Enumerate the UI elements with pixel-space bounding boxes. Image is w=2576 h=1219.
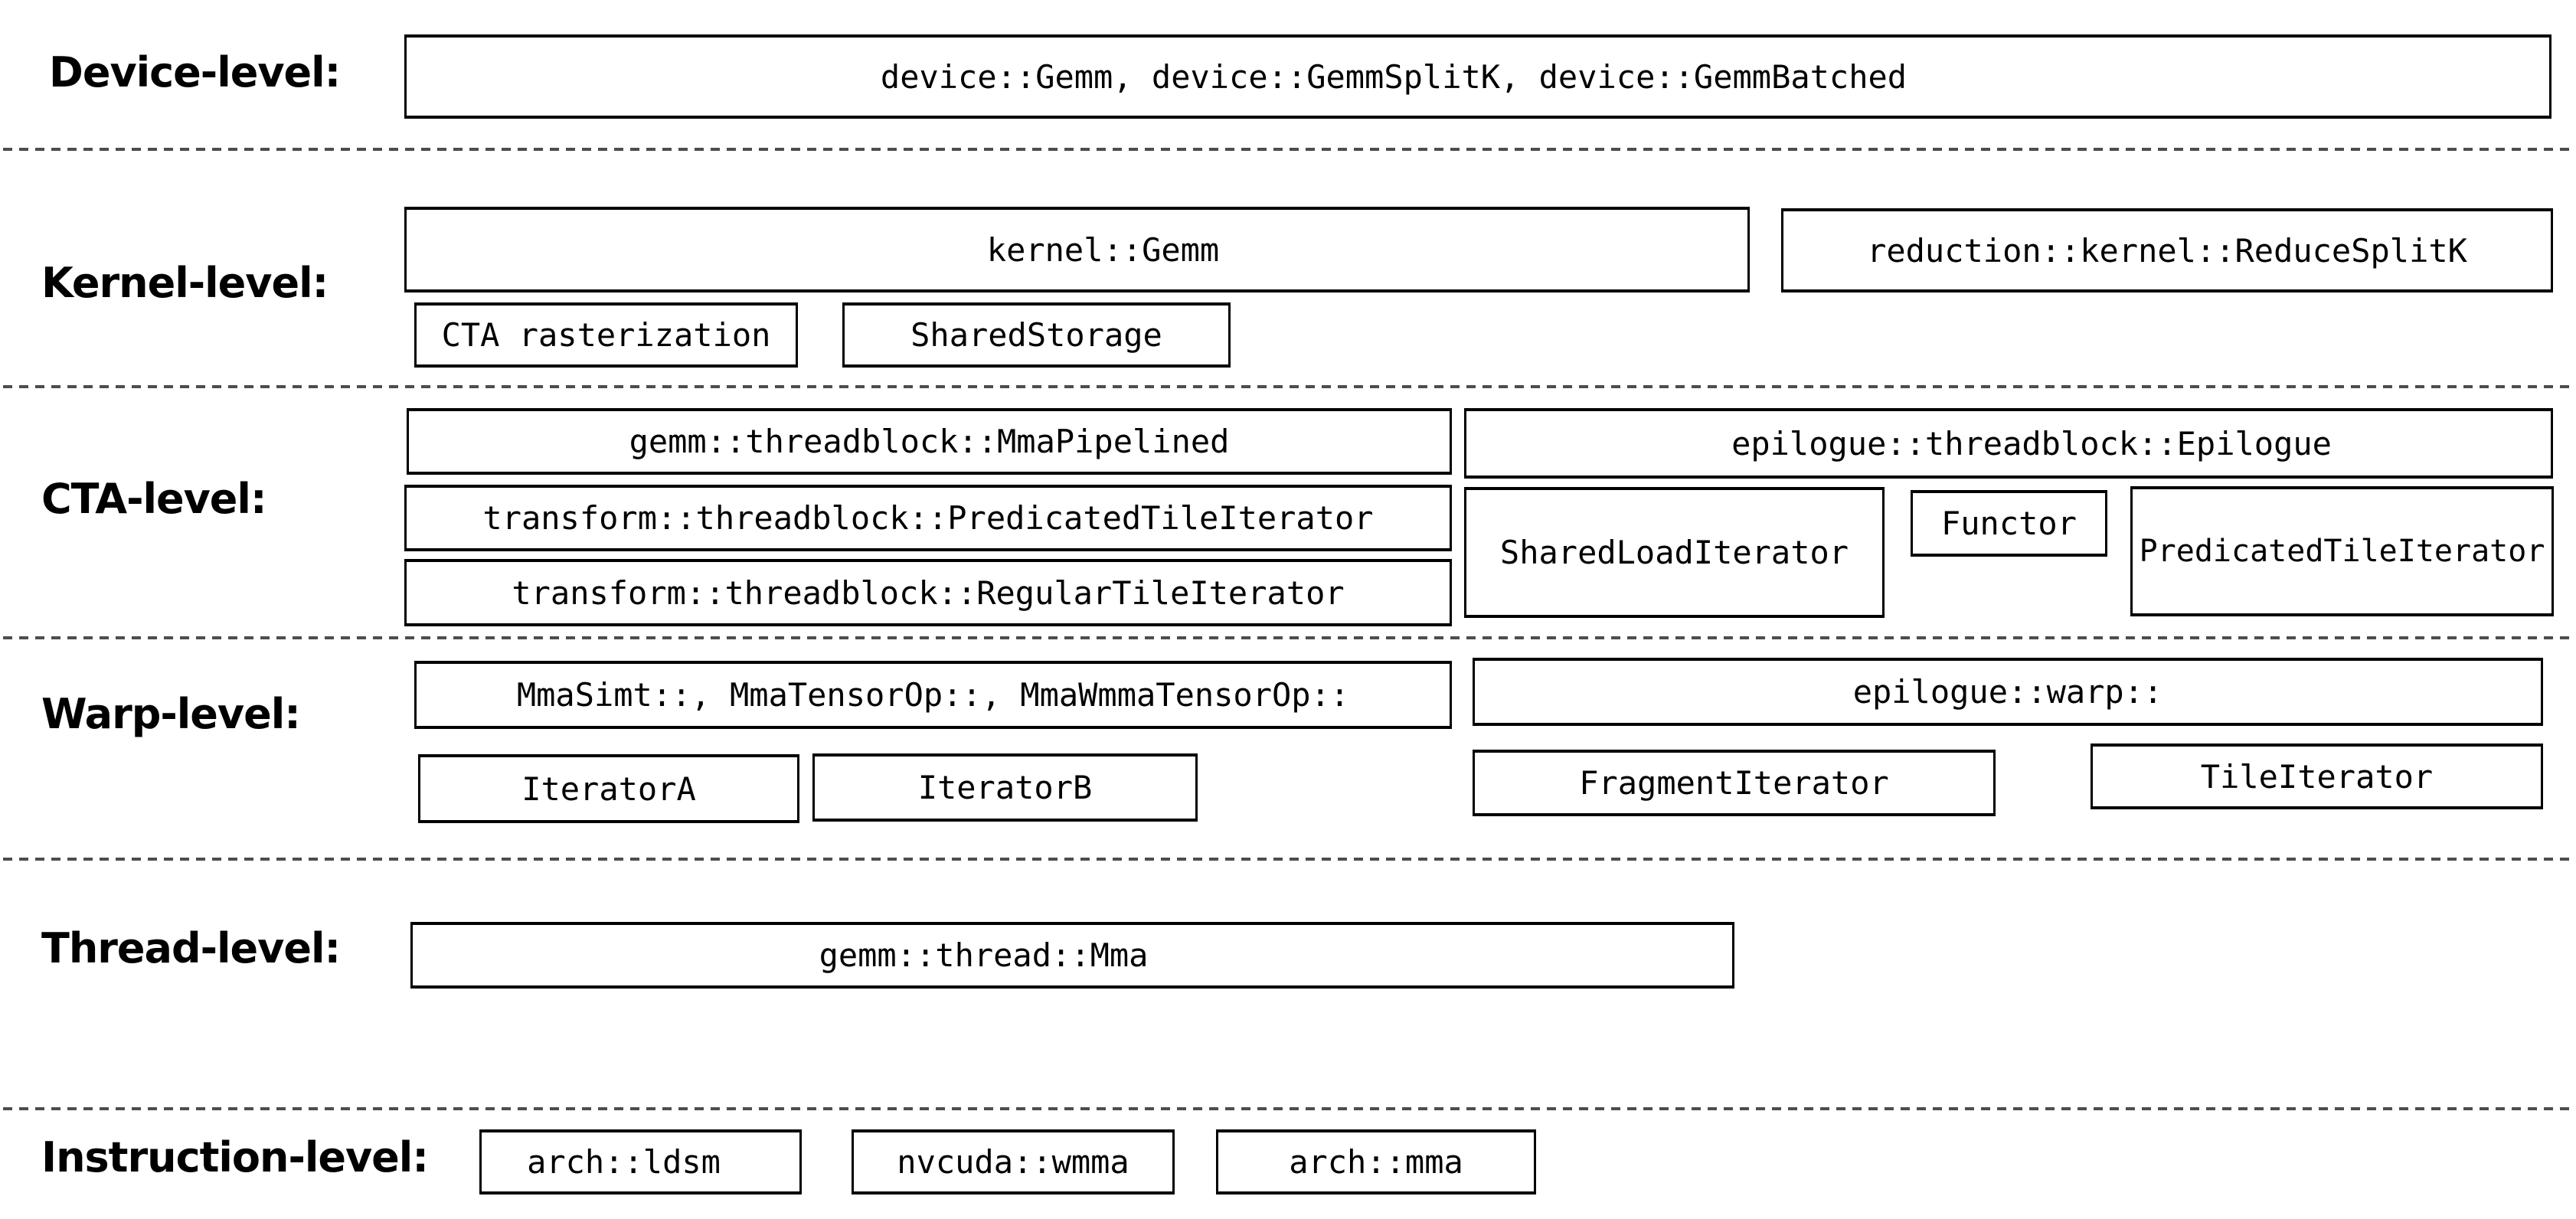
box-epilogue-warp: epilogue::warp::	[1473, 658, 2543, 726]
box-label: transform::threadblock::RegularTileItera…	[512, 574, 1345, 612]
box-shared-storage: SharedStorage	[842, 302, 1231, 368]
box-label: arch::mma	[1289, 1143, 1463, 1181]
box-kernel-gemm: kernel::Gemm	[404, 207, 1750, 292]
box-label: PredicatedTileIterator	[2139, 534, 2545, 569]
box-epilogue-threadblock-epilogue: epilogue::threadblock::Epilogue	[1464, 408, 2553, 479]
box-label: gemm::thread::Mma	[819, 936, 1149, 974]
box-label: SharedLoadIterator	[1499, 534, 1849, 571]
box-label: FragmentIterator	[1579, 764, 1889, 802]
row-label-device-level: Device-level:	[49, 48, 341, 96]
box-shared-load-iterator: SharedLoadIterator	[1464, 487, 1885, 618]
box-label: gemm::threadblock::MmaPipelined	[629, 423, 1230, 460]
box-gemm-threadblock-mma-pipelined: gemm::threadblock::MmaPipelined	[407, 408, 1452, 475]
box-gemm-thread-mma: gemm::thread::Mma	[410, 922, 1734, 989]
row-label-warp-level: Warp-level:	[41, 690, 301, 738]
box-label: transform::threadblock::PredicatedTileIt…	[482, 499, 1374, 537]
box-label: Functor	[1940, 505, 2077, 542]
divider-kernel-cta	[3, 385, 2573, 388]
box-label: reduction::kernel::ReduceSplitK	[1867, 231, 2467, 270]
row-label-instruction-level: Instruction-level:	[41, 1133, 429, 1181]
box-fragment-iterator: FragmentIterator	[1473, 750, 1996, 816]
box-label: IteratorB	[917, 769, 1093, 806]
box-label: IteratorA	[521, 770, 696, 808]
row-label-thread-level: Thread-level:	[41, 924, 341, 972]
box-nvcuda-wmma: nvcuda::wmma	[852, 1129, 1175, 1194]
box-device-gemm-apis: device::Gemm, device::GemmSplitK, device…	[404, 34, 2551, 119]
box-transform-regular-tile-iterator: transform::threadblock::RegularTileItera…	[404, 559, 1452, 626]
box-label: epilogue::warp::	[1852, 673, 2163, 711]
divider-device-kernel	[3, 148, 2573, 151]
divider-cta-warp	[3, 636, 2573, 639]
box-label: device::Gemm, device::GemmSplitK, device…	[880, 57, 1907, 96]
box-label: arch::ldsm	[527, 1143, 721, 1181]
row-label-kernel-level: Kernel-level:	[41, 259, 329, 307]
box-functor: Functor	[1911, 490, 2107, 557]
box-iterator-b: IteratorB	[812, 753, 1198, 822]
box-reduction-kernel-reduce-splitk: reduction::kernel::ReduceSplitK	[1781, 208, 2553, 292]
row-label-cta-level: CTA-level:	[41, 475, 267, 523]
box-label: epilogue::threadblock::Epilogue	[1731, 424, 2332, 462]
box-label: TileIterator	[2200, 757, 2434, 796]
box-label: kernel::Gemm	[986, 230, 1220, 269]
box-arch-mma: arch::mma	[1216, 1129, 1536, 1194]
box-label: MmaSimt::, MmaTensorOp::, MmaWmmaTensorO…	[516, 676, 1350, 714]
box-predicated-tile-iterator: PredicatedTileIterator	[2130, 486, 2554, 616]
divider-thread-instruction	[3, 1107, 2573, 1110]
box-label: nvcuda::wmma	[897, 1143, 1129, 1181]
box-iterator-a: IteratorA	[418, 754, 799, 823]
box-tile-iterator: TileIterator	[2091, 743, 2543, 809]
box-arch-ldsm: arch::ldsm	[479, 1129, 802, 1194]
box-warp-mma-ops: MmaSimt::, MmaTensorOp::, MmaWmmaTensorO…	[414, 661, 1452, 729]
box-label: CTA rasterization	[441, 316, 771, 354]
box-transform-predicated-tile-iterator: transform::threadblock::PredicatedTileIt…	[404, 485, 1452, 551]
divider-warp-thread	[3, 858, 2573, 861]
box-label: SharedStorage	[910, 316, 1162, 354]
box-cta-rasterization: CTA rasterization	[414, 302, 798, 368]
